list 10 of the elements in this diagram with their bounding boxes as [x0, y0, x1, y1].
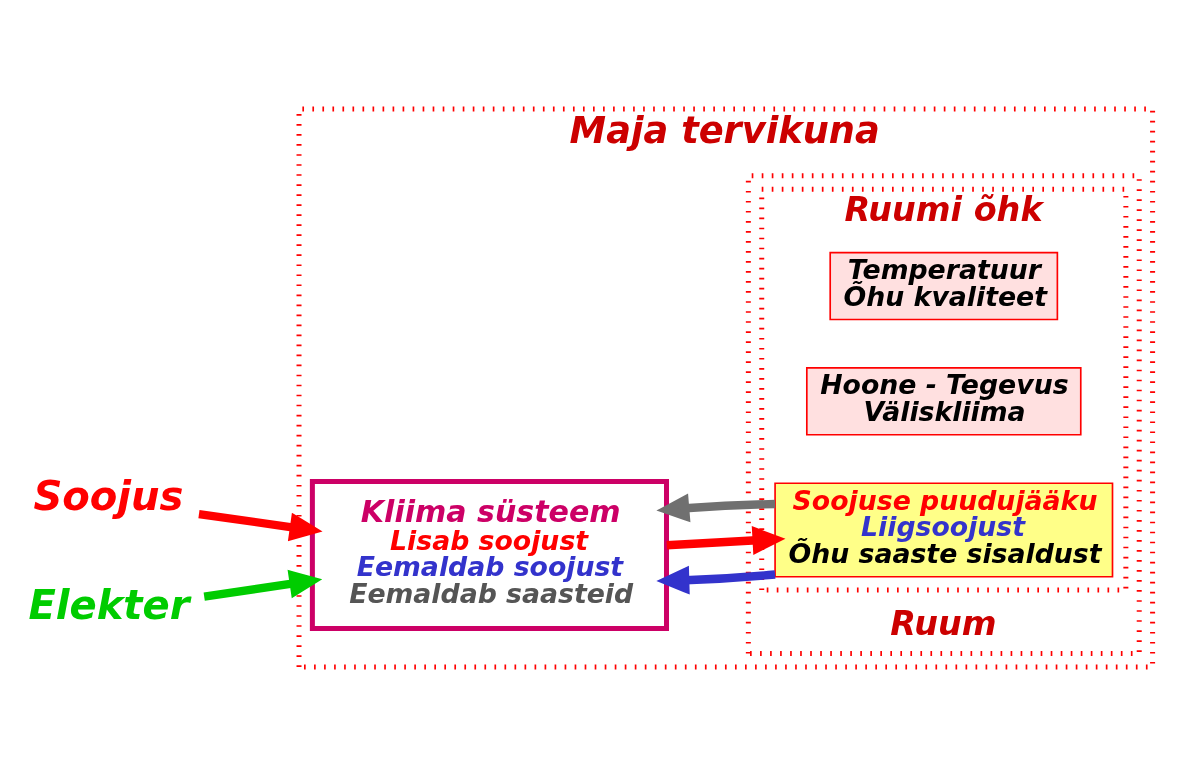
arrow [666, 526, 786, 555]
node-text: Soojus [33, 473, 184, 520]
node-box: Soojuse puudujääku Liigsoojust Õhu saaste sisaldust [774, 482, 1114, 578]
arrow [656, 493, 776, 523]
node-text: Elekter [28, 581, 190, 628]
node-box: Kliima süsteem Lisab soojust Eemaldab soojust Eemaldab saasteid [309, 479, 669, 632]
node-box: Hoone - Tegevus Väliskliima [806, 367, 1082, 436]
arrow [203, 569, 323, 601]
arrow [198, 509, 323, 542]
node-box: Temperatuur Õhu kvaliteet [829, 251, 1059, 321]
